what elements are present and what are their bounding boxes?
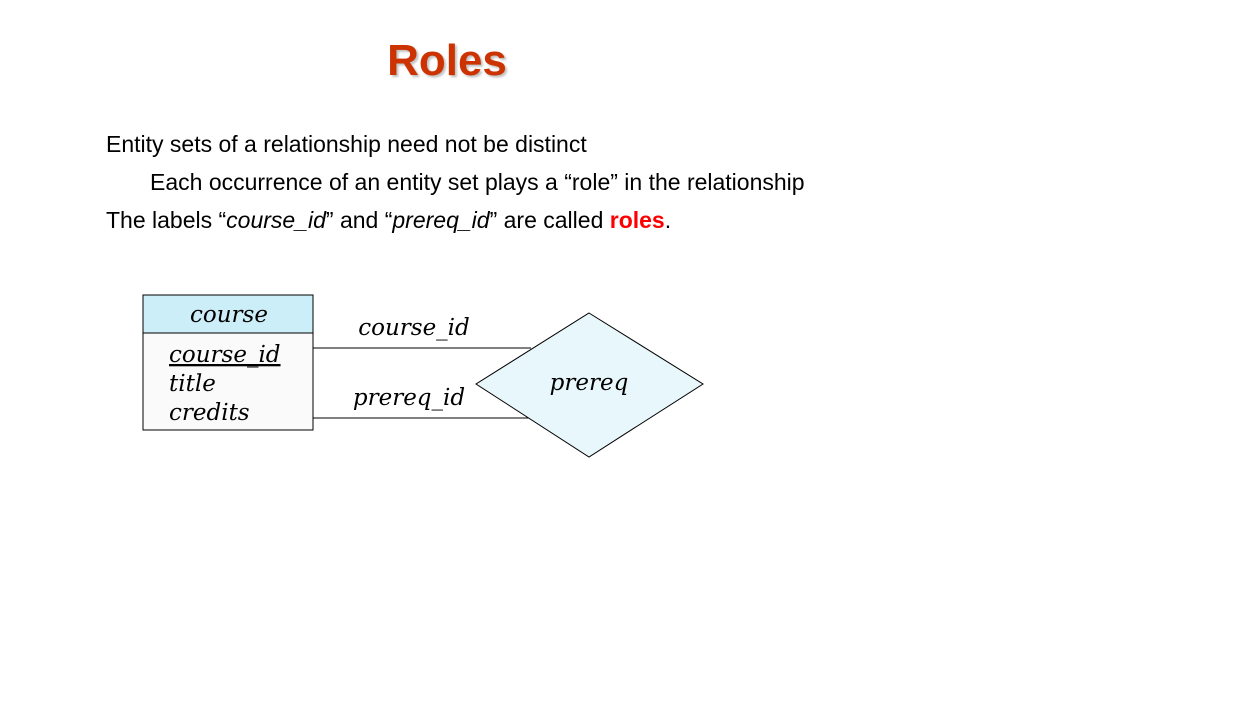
bullet-line-3: The labels “course_id” and “prereq_id” a… — [106, 206, 671, 234]
line3-mid: ” and “ — [325, 207, 393, 233]
role-name-prereq-id: prereq_id — [392, 207, 490, 233]
bullet-line-1: Entity sets of a relationship need not b… — [106, 131, 587, 157]
relationship-prereq: prereq — [475, 312, 704, 458]
entity-course: course course_id title credits — [142, 294, 314, 431]
entity-attribute: title — [169, 371, 216, 397]
entity-attribute: credits — [169, 400, 250, 426]
role-label-top: course_id — [358, 315, 470, 341]
roles-keyword: roles — [609, 207, 665, 233]
role-name-course-id: course_id — [226, 207, 326, 233]
line3-end: . — [664, 207, 672, 233]
slide-title: Roles — [387, 36, 507, 85]
relationship-name: prereq — [550, 370, 629, 396]
role-label-bottom: prereq_id — [353, 385, 465, 411]
entity-name: course — [190, 302, 268, 328]
entity-attribute: course_id — [169, 342, 281, 368]
bullet-line-2: Each occurrence of an entity set plays a… — [150, 169, 805, 195]
line3-prefix: The labels “ — [106, 207, 227, 233]
relationship-diamond — [475, 312, 704, 458]
entity-body-box — [142, 332, 314, 431]
line3-suffix: ” are called — [489, 207, 610, 233]
